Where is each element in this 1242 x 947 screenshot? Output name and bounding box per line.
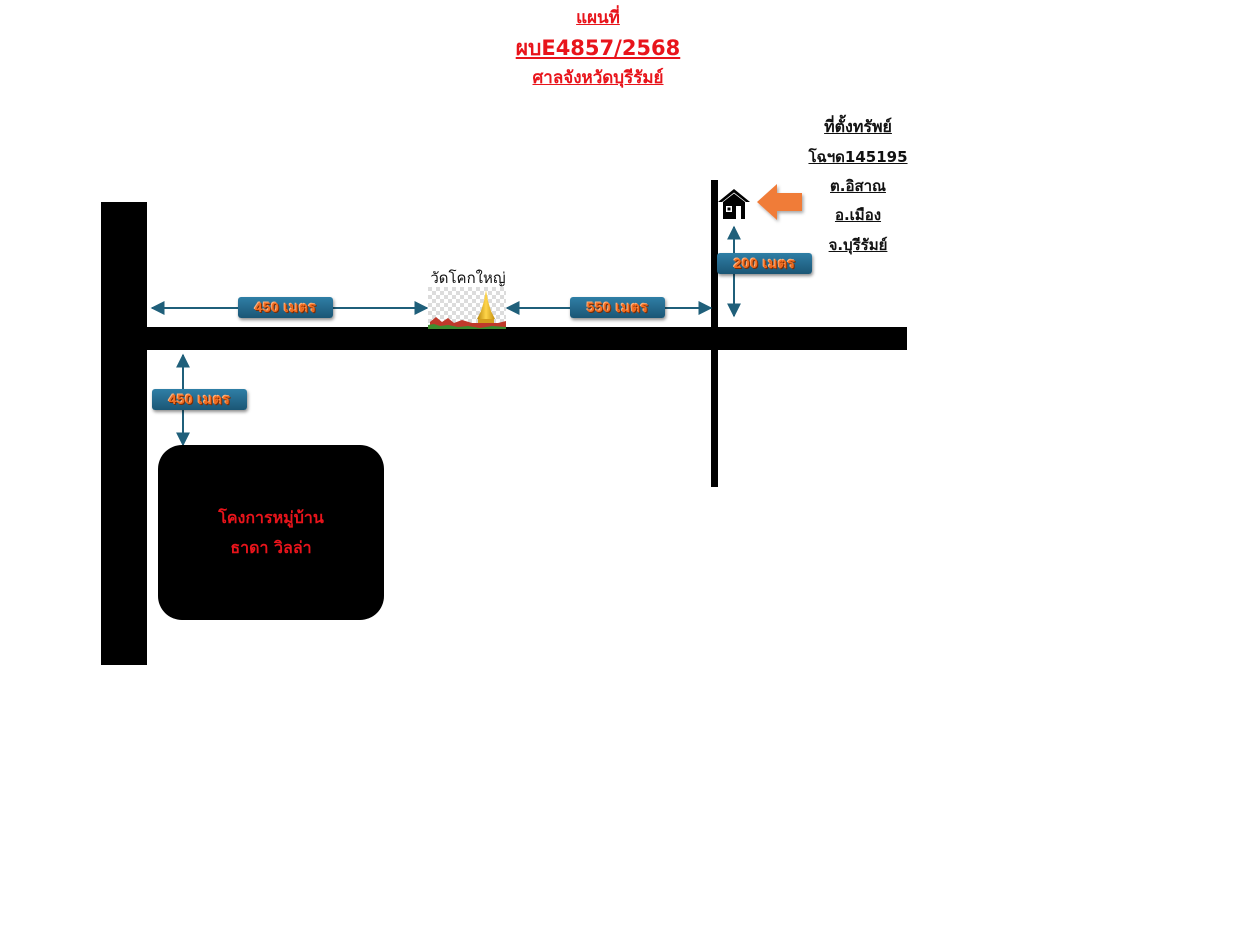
property-deed-number: โฉฯด145195 [808, 148, 908, 166]
distance-label-to-village: 450 เมตร [152, 389, 247, 410]
house-icon [718, 189, 750, 219]
property-province: จ.บุรีรัมย์ [828, 236, 888, 254]
property-subdistrict: ต.อิสาณ [830, 177, 886, 195]
map-title: แผนที่ [576, 8, 620, 28]
property-district: อ.เมือง [834, 206, 882, 224]
property-heading: ที่ตั้งทรัพย์ [824, 117, 892, 136]
distance-label-to-property: 200 เมตร [717, 253, 812, 274]
village-name-line1: โคงการหมู่บ้าน [218, 508, 324, 527]
court-name: ศาลจังหวัดบุรีรัมย์ [532, 68, 664, 88]
temple-pagoda-icon [428, 287, 506, 329]
temple-name: วัดโคกใหญ่ [430, 269, 506, 287]
distance-label-right-segment: 550 เมตร [570, 297, 665, 318]
road-horizontal-main [147, 327, 907, 350]
case-number: ผบE4857/2568 [515, 36, 681, 60]
road-vertical-left [101, 202, 147, 665]
distance-label-left-segment: 450 เมตร [238, 297, 333, 318]
village-name-line2: ธาดา วิลล่า [230, 538, 312, 557]
road-vertical-right [711, 180, 718, 487]
arrow-left-icon [757, 184, 802, 220]
village-project-block: โคงการหมู่บ้าน ธาดา วิลล่า [158, 445, 384, 620]
